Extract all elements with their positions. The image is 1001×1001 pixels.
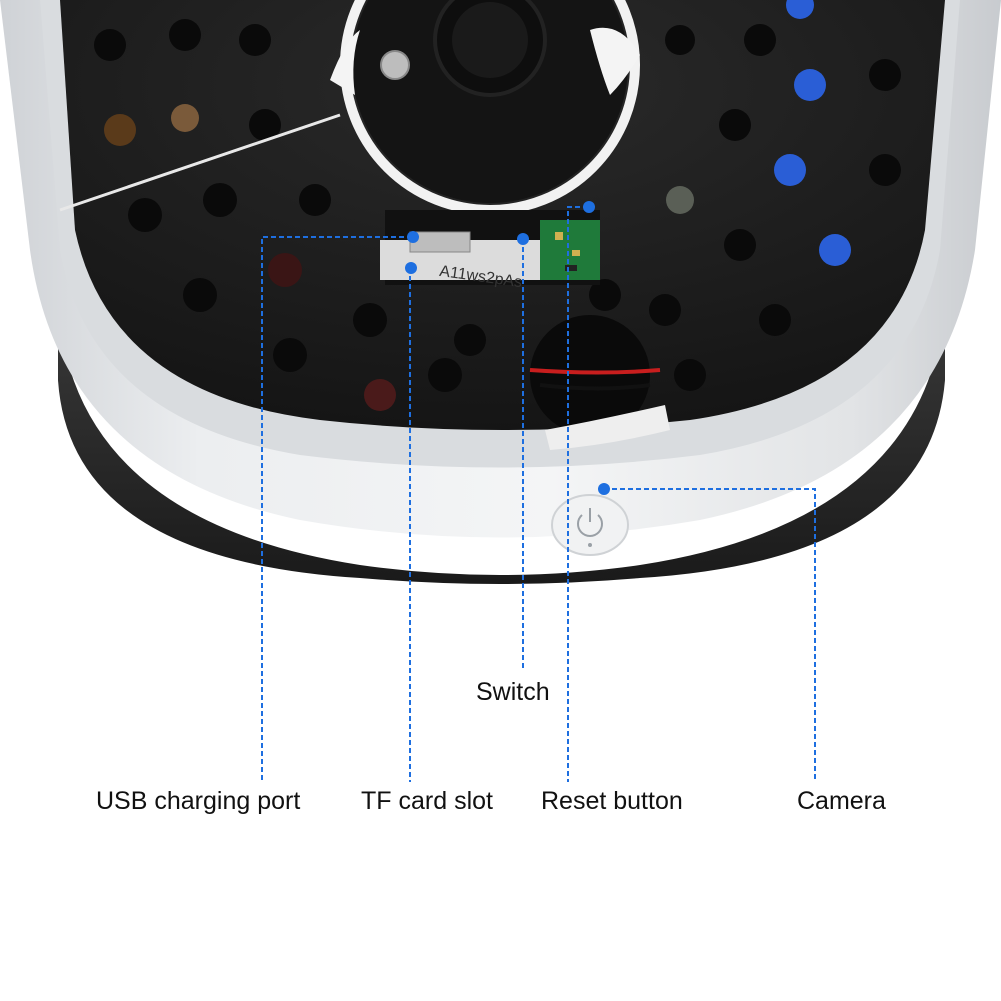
callout-line-reset — [567, 206, 588, 782]
label-camera: Camera — [797, 787, 886, 815]
callout-dot-camera — [598, 483, 610, 495]
callout-dot-usb — [407, 231, 419, 243]
power-button — [551, 494, 629, 556]
label-switch: Switch — [476, 678, 550, 706]
lens-mount — [330, 0, 640, 215]
label-reset-button: Reset button — [541, 787, 683, 815]
circuit-window: A11ws2pAs — [380, 210, 600, 291]
vent-holes — [94, 19, 901, 411]
callout-dot-switch — [517, 233, 529, 245]
wiring-opening — [59, 113, 670, 450]
callout-dot-reset — [583, 201, 595, 213]
callout-line-usb — [261, 236, 412, 782]
callout-lines — [261, 206, 816, 782]
vent-holes-blue — [774, 0, 851, 266]
label-usb-charging-port: USB charging port — [96, 787, 301, 815]
label-tf-card-slot: TF card slot — [361, 787, 493, 815]
callout-dots — [405, 201, 610, 495]
callout-dot-tf — [405, 262, 417, 274]
callout-line-camera — [604, 488, 816, 782]
